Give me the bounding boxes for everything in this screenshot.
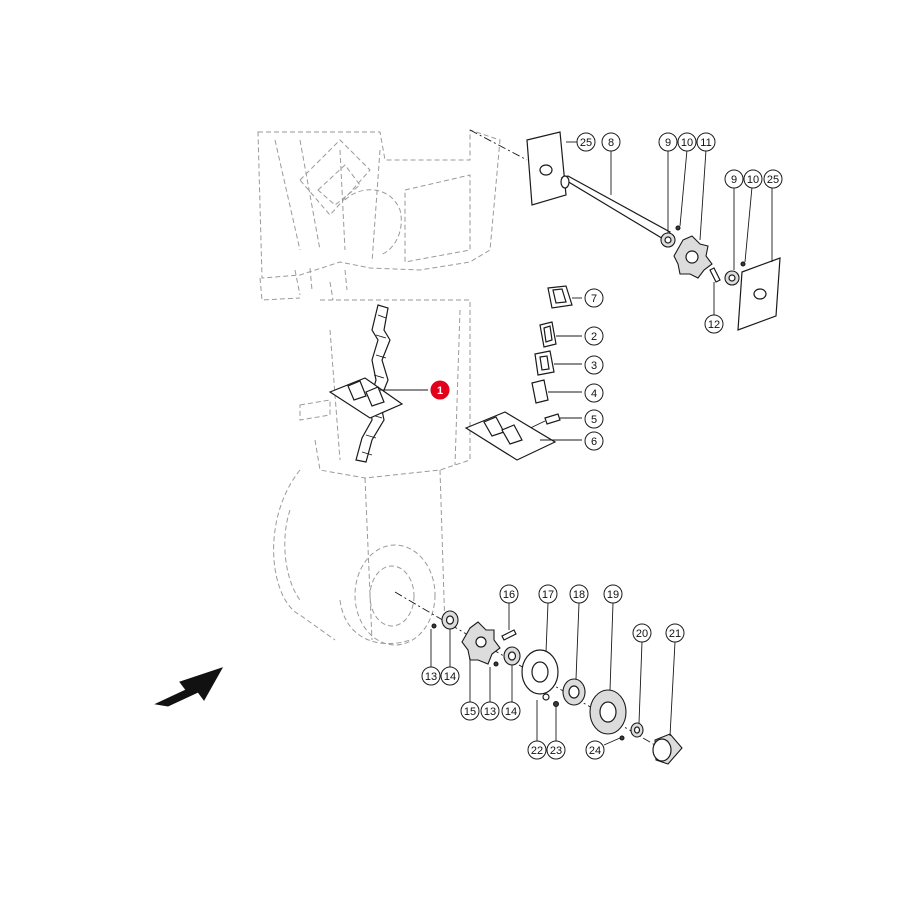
circlip-13-mid [493,661,499,667]
bearing-14-left [441,610,459,630]
callout-5[interactable]: 5 [584,409,604,429]
callout-label: 18 [573,589,585,601]
callout-label: 12 [708,319,720,331]
callout-label: 13 [484,706,496,718]
chain-paddle-assembly [328,377,404,419]
callout-9-upper[interactable]: 9 [658,132,678,152]
chain-link-2 [539,321,557,348]
callout-label: 15 [464,706,476,718]
callout-9-right[interactable]: 9 [724,169,744,189]
callout-19[interactable]: 19 [603,584,623,604]
callout-15[interactable]: 15 [460,701,480,721]
shaft-8 [560,175,671,241]
circlip-10-right [740,261,746,267]
callout-label: 23 [550,745,562,757]
key-16 [501,629,517,641]
callout-label: 17 [542,589,554,601]
cover-plate-25-right [737,257,781,331]
callout-label: 14 [505,706,517,718]
bearing-14-mid [503,646,521,666]
callout-label: 16 [503,589,515,601]
callout-20[interactable]: 20 [632,623,652,643]
callout-16[interactable]: 16 [499,584,519,604]
callout-label: 25 [767,174,779,186]
callout-label: 24 [589,745,601,757]
callout-11[interactable]: 11 [696,132,716,152]
chain-attachment-7 [547,285,573,309]
callout-21[interactable]: 21 [665,623,685,643]
direction-arrow-icon [154,667,224,707]
callout-25-right[interactable]: 25 [763,169,783,189]
bearing-18 [562,678,586,706]
elevator-housing-outline [257,129,501,646]
callout-2[interactable]: 2 [584,326,604,346]
callout-13-left[interactable]: 13 [421,666,441,686]
bearing-9-right [724,270,740,286]
callout-23[interactable]: 23 [546,740,566,760]
circlip-13-left [431,623,437,629]
callout-6[interactable]: 6 [584,431,604,451]
cap-21 [652,733,683,765]
callout-label: 10 [681,137,693,149]
bearing-9-upper [660,232,676,248]
callout-22[interactable]: 22 [527,740,547,760]
callout-7[interactable]: 7 [584,288,604,308]
callout-label: 2 [591,331,597,343]
cover-plate-25-left [526,131,567,206]
callout-label: 14 [444,671,456,683]
ring-20 [630,722,644,738]
callout-13-mid[interactable]: 13 [480,701,500,721]
callout-12[interactable]: 12 [704,314,724,334]
callout-18[interactable]: 18 [569,584,589,604]
callout-3[interactable]: 3 [584,355,604,375]
callout-14-left[interactable]: 14 [440,666,460,686]
callout-label: 10 [747,174,759,186]
callout-label: 22 [531,745,543,757]
callout-label: 21 [669,628,681,640]
callout-label: 9 [731,174,737,186]
centerline-upper [469,129,528,161]
connecting-link-4 [531,379,549,404]
callout-10-upper[interactable]: 10 [677,132,697,152]
callout-label: 13 [425,671,437,683]
sprocket-15 [461,621,501,665]
callout-label: 11 [700,137,711,149]
callout-label: 1 [437,385,443,397]
leader-lines [380,141,773,746]
sprocket-11 [673,235,713,279]
callout-label: 25 [580,137,592,149]
callout-label: 5 [591,414,597,426]
callout-label: 20 [636,628,648,640]
callout-label: 4 [591,388,597,400]
callout-24[interactable]: 24 [585,740,605,760]
callout-4[interactable]: 4 [584,383,604,403]
callout-label: 7 [591,293,597,305]
callout-14-mid[interactable]: 14 [501,701,521,721]
flange-19 [589,689,627,735]
callout-label: 9 [665,137,671,149]
callout-25-left[interactable]: 25 [576,132,596,152]
callout-label: 3 [591,360,597,372]
chain-link-3 [534,350,555,376]
callout-label: 19 [607,589,619,601]
callout-1[interactable]: 1 [430,380,450,400]
key-12 [709,267,721,283]
callout-label: 6 [591,436,597,448]
callout-17[interactable]: 17 [538,584,558,604]
callout-8[interactable]: 8 [601,132,621,152]
nut-23 [553,701,559,707]
washer-22 [542,693,550,701]
flange-plate-17 [521,649,559,695]
paddle-6 [464,411,557,461]
circlip-24 [619,735,625,741]
callout-10-right[interactable]: 10 [743,169,763,189]
callout-label: 8 [608,137,614,149]
circlip-10-upper [675,225,681,231]
